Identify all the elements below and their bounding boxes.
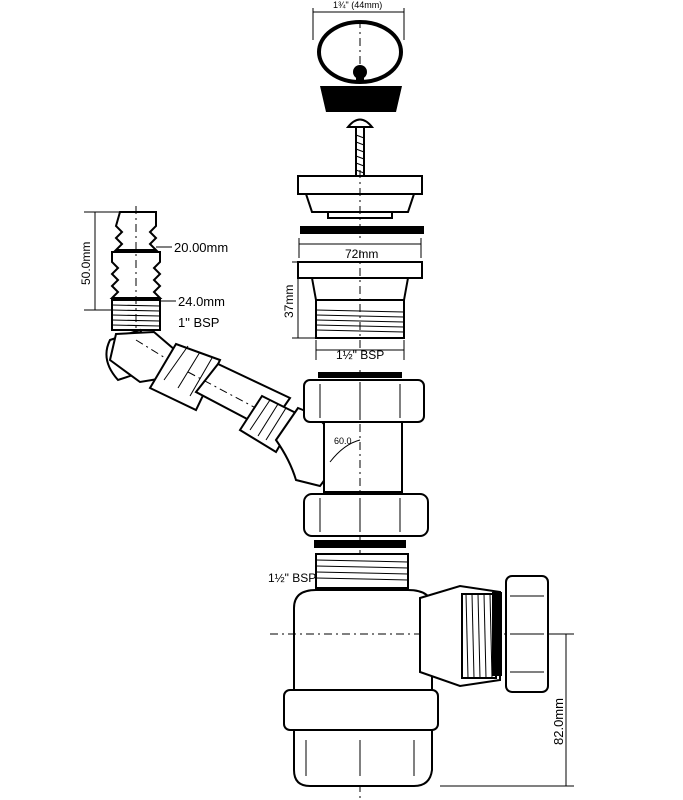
trap-thread-label: 1½" BSP: [268, 571, 316, 585]
branch-angle-label: 60.0: [334, 436, 352, 446]
outlet-height-label: 82.0mm: [551, 698, 566, 745]
plug-width-label: 1¾" (44mm): [333, 0, 382, 10]
trap-neck: 1½" BSP: [268, 553, 409, 589]
flange-width-label: 72mm: [345, 247, 378, 261]
strainer: [297, 170, 423, 240]
branch-inlet: [105, 328, 351, 488]
spigot-upper-label: 20.00mm: [174, 240, 228, 255]
outlet-height-dimension: 82.0mm: [440, 633, 574, 787]
rubber-plug: [320, 86, 402, 112]
middle-nut: [303, 493, 429, 548]
plug-assembly: 1¾" (44mm): [312, 0, 405, 112]
flange-washer: [300, 226, 424, 234]
trap-outlet: [419, 575, 549, 693]
bottle-trap: [270, 589, 548, 787]
spigot-thread-label: 1" BSP: [178, 315, 219, 330]
waste-thread-label: 1½" BSP: [336, 348, 384, 362]
spigot-lower-label: 24.0mm: [178, 294, 225, 309]
hose-spigot: 50.0mm 20.00mm 24.0mm 1" BSP: [79, 206, 228, 345]
spigot-length-label: 50.0mm: [79, 242, 93, 285]
tee-body: 60.0: [303, 370, 425, 800]
outlet-washer: [492, 592, 502, 676]
waste-body: 72mm 37mm 1½" BSP: [282, 238, 423, 362]
waste-height-label: 37mm: [282, 285, 296, 318]
